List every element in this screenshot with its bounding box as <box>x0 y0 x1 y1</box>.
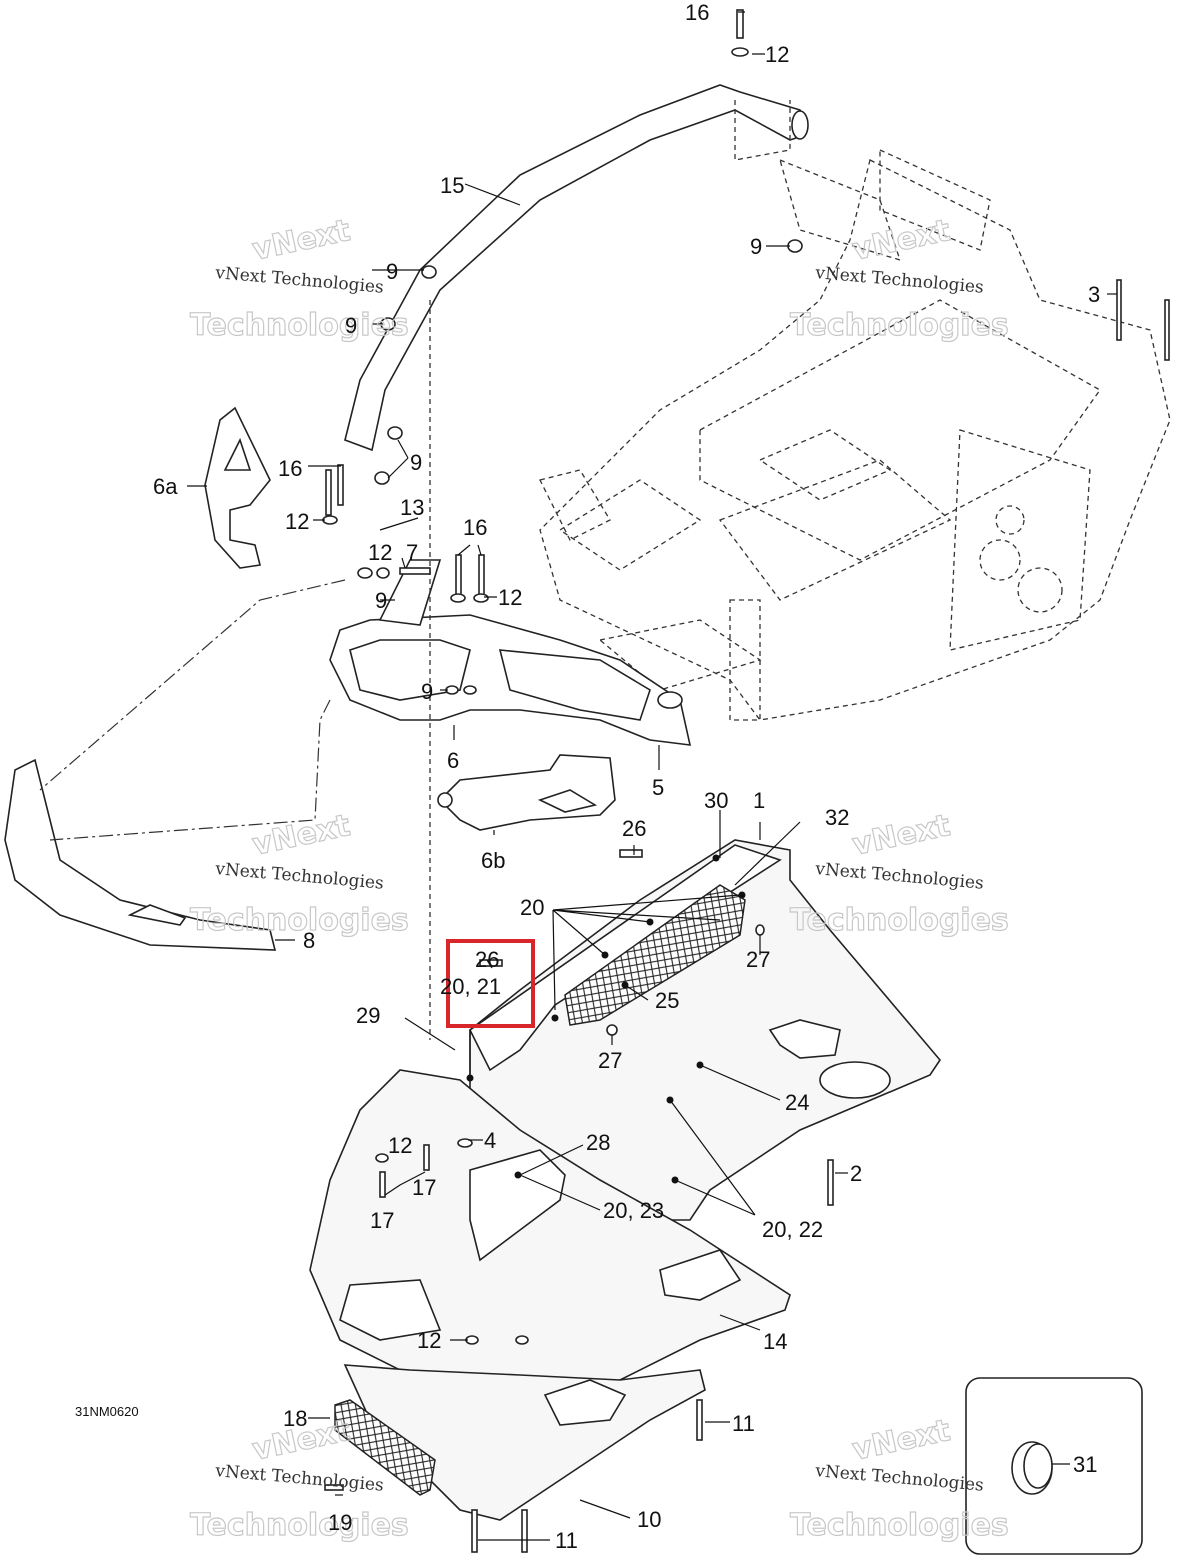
callout-12: 12 <box>388 1133 412 1158</box>
watermark-text: vNext Technologies <box>214 859 385 894</box>
detail-inset-box <box>965 1377 1143 1555</box>
callout-25: 25 <box>655 988 679 1013</box>
skid-plate-part-10 <box>343 1364 706 1521</box>
watermark-vnext: vNext <box>849 808 953 863</box>
watermark-vnext: vNext <box>849 213 953 268</box>
watermark-technologies: Technologies <box>790 1508 1009 1543</box>
callout-1: 1 <box>753 788 765 813</box>
callout-12: 12 <box>285 509 309 534</box>
callout-8: 8 <box>303 928 315 953</box>
callout-16: 16 <box>685 0 709 25</box>
callout-12: 12 <box>417 1328 441 1353</box>
drawing-code: 31NM0620 <box>75 1404 139 1419</box>
bumper-part-8 <box>4 758 277 951</box>
callout-15: 15 <box>440 173 464 198</box>
callout-20-23: 20, 23 <box>603 1198 664 1223</box>
reference-line <box>39 579 346 791</box>
watermark-technologies: Technologies <box>190 308 409 343</box>
watermark-text: vNext Technologies <box>814 859 985 894</box>
callout-30: 30 <box>704 788 728 813</box>
callout-20: 20 <box>520 895 544 920</box>
callout-16: 16 <box>463 515 487 540</box>
callout-6a: 6a <box>153 474 178 499</box>
callout-28: 28 <box>586 1130 610 1155</box>
chassis-frame <box>539 148 1171 721</box>
callout-31: 31 <box>1073 1452 1097 1477</box>
callout-10: 10 <box>637 1507 661 1532</box>
callout-29: 29 <box>356 1003 380 1028</box>
callout-11: 11 <box>732 1411 755 1436</box>
bracket-part-6b <box>437 754 616 831</box>
grille-part-18 <box>334 1399 436 1496</box>
callout-9: 9 <box>421 679 433 704</box>
callout-2: 2 <box>850 1161 862 1186</box>
watermark-text: vNext Technologies <box>814 1461 985 1496</box>
watermark-vnext: vNext <box>249 808 353 863</box>
callout-6: 6 <box>447 748 459 773</box>
callout-4: 4 <box>484 1128 496 1153</box>
callout-9: 9 <box>410 450 422 475</box>
callout-17: 17 <box>412 1175 436 1200</box>
watermark-text: vNext Technologies <box>214 1461 385 1496</box>
callout-13: 13 <box>400 495 424 520</box>
callout-12: 12 <box>498 585 522 610</box>
reference-line <box>49 699 331 841</box>
watermark-technologies: Technologies <box>190 1508 409 1543</box>
callout-19: 19 <box>328 1510 352 1535</box>
plug-part-31-face <box>1023 1443 1053 1489</box>
leader-lines <box>187 11 1117 1541</box>
belly-pan-part-14 <box>309 1069 791 1401</box>
callout-27: 27 <box>746 947 770 972</box>
watermark-vnext: vNext <box>849 1413 953 1468</box>
callout-27: 27 <box>598 1048 622 1073</box>
callout-labels: 16 12 15 9 9 9 3 9 6a 16 12 13 12 7 9 16… <box>75 0 1100 1553</box>
callout-11: 11 <box>555 1528 578 1553</box>
callout-26: 26 <box>475 947 499 972</box>
callout-14: 14 <box>763 1329 787 1354</box>
callout-20-21: 20, 21 <box>440 974 501 999</box>
callout-3: 3 <box>1088 282 1100 307</box>
callout-32: 32 <box>825 805 849 830</box>
callout-26: 26 <box>622 816 646 841</box>
steering-bar-part-15 <box>344 84 809 452</box>
callout-17: 17 <box>370 1208 394 1233</box>
watermark-technologies: Technologies <box>190 903 409 938</box>
callout-9: 9 <box>375 588 387 613</box>
callout-20-22: 20, 22 <box>762 1217 823 1242</box>
watermark-technologies: Technologies <box>790 903 1009 938</box>
fasteners <box>322 9 1170 1553</box>
watermark-text: vNext Technologies <box>814 263 985 298</box>
hood-part-1 <box>468 839 941 1221</box>
callout-5: 5 <box>652 775 664 800</box>
bumper-assembly-part-6 <box>329 559 692 746</box>
callout-7: 7 <box>406 540 418 565</box>
callout-9: 9 <box>345 313 357 338</box>
reference-dots <box>466 854 746 1184</box>
watermark-technologies: Technologies <box>790 308 1009 343</box>
bracket-part-6a <box>204 406 271 569</box>
callout-18: 18 <box>283 1406 307 1431</box>
callout-16: 16 <box>278 456 302 481</box>
watermark-vnext: vNext <box>249 213 353 268</box>
highlight-box <box>446 939 535 1028</box>
grille-mesh-part-25 <box>564 884 746 1026</box>
callout-12: 12 <box>368 540 392 565</box>
callout-9: 9 <box>386 259 398 284</box>
callout-24: 24 <box>785 1090 809 1115</box>
callout-9: 9 <box>750 234 762 259</box>
callout-12: 12 <box>765 42 789 67</box>
watermark-text: vNext Technologies <box>214 263 385 298</box>
callout-6b: 6b <box>481 848 505 873</box>
